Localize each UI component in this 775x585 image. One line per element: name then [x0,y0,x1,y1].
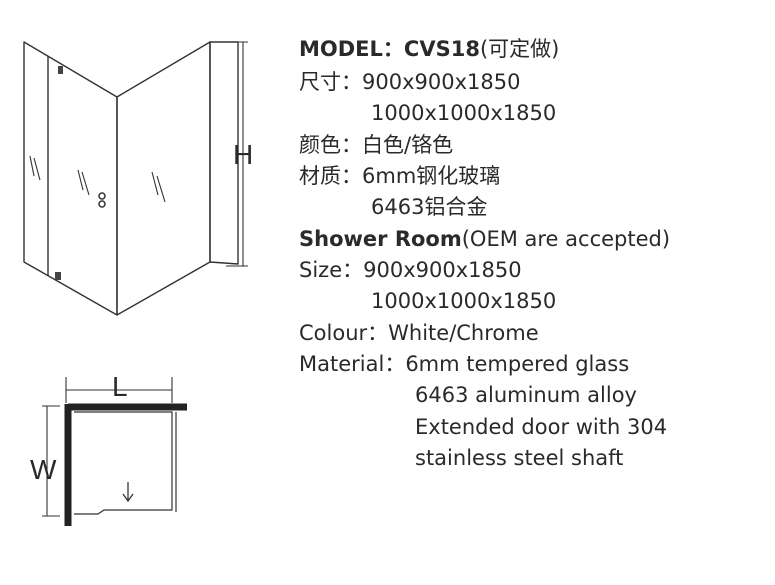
product-name: Shower Room [299,227,462,251]
entry-arrow-icon [122,482,134,503]
model-note: (可定做) [479,37,560,61]
model-label: MODEL： [299,37,404,61]
material-value-4: stainless steel shaft [415,446,624,470]
size-value-1: 900x900x1850 [363,258,522,282]
size-label: Size： [299,258,364,282]
model-value: CVS18 [403,37,480,61]
material-value-3: Extended door with 304 [415,415,668,439]
colour-cn-line: 颜色：白色/铬色 [299,133,454,157]
top-hinge-icon [58,66,63,74]
product-line: Shower Room(OEM are accepted) [299,226,670,252]
size-cn-label: 尺寸： [299,70,362,94]
door-panel [23,41,118,316]
model-line: MODEL：CVS18(可定做) [299,36,559,62]
size-cn-line: 尺寸：900x900x1850 [299,69,520,95]
material-label: Material： [299,352,406,376]
material-cn-value-2: 6463铝合金 [371,195,488,219]
material-value-1: 6mm tempered glass [405,352,630,376]
width-label: W [30,454,57,485]
shower-enclosure-3d-drawing: H [23,41,253,316]
material-cn-value-1: 6mm钢化玻璃 [362,164,501,188]
oem-note: (OEM are accepted) [461,227,671,251]
size-cn-value-1: 900x900x1850 [362,70,521,94]
shower-plan-view-drawing: L W [30,371,187,526]
size-cn-value-2: 1000x1000x1850 [371,101,557,125]
bottom-hinge-icon [55,272,61,280]
material-value-2: 6463 aluminum alloy [415,383,637,407]
material-line: Material：6mm tempered glass [299,351,629,377]
door-knob-icon [98,192,106,208]
size-line: Size：900x900x1850 [299,257,522,283]
material-cn-line: 材质：6mm钢化玻璃 [299,163,500,189]
height-label: H [233,139,253,170]
material-cn-label: 材质： [299,164,362,188]
size-value-2: 1000x1000x1850 [371,289,557,313]
fixed-panel [116,41,211,316]
glass-reflection-icon [29,155,166,203]
colour-line: Colour：White/Chrome [299,321,539,345]
length-label: L [112,371,128,402]
